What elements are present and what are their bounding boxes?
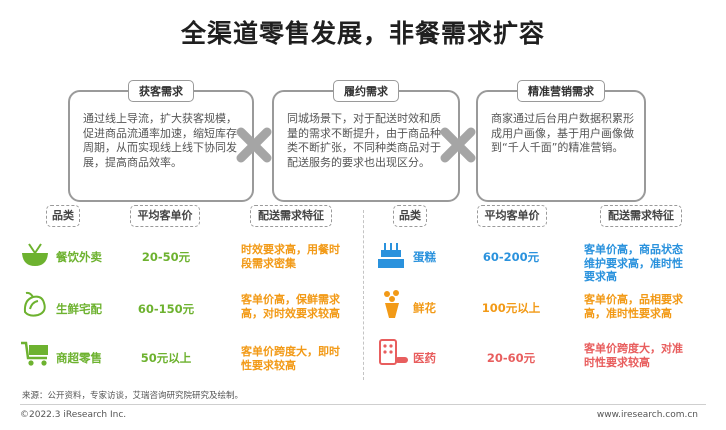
vegetable-icon xyxy=(23,291,46,317)
row-price: 100元以上 xyxy=(481,301,541,315)
header-category-left: 品类 xyxy=(46,205,80,227)
row-feature: 客单价跨度大，即时性要求较高 xyxy=(241,345,340,372)
header-feature-right: 配送需求特征 xyxy=(600,205,682,227)
column-divider xyxy=(363,210,364,380)
row-category: 鲜花 xyxy=(413,301,436,315)
row-category: 商超零售 xyxy=(56,351,102,365)
cart-icon xyxy=(21,341,48,366)
row-price: 60-200元 xyxy=(482,250,540,264)
copyright: ©2022.3 iResearch Inc. xyxy=(20,410,127,420)
row-price: 50元以上 xyxy=(140,351,192,365)
cake-icon xyxy=(378,243,404,268)
row-price: 60-150元 xyxy=(137,302,195,316)
header-price-right: 平均客单价 xyxy=(477,205,547,227)
row-feature: 客单价跨度大，对准时性要求较高 xyxy=(584,342,683,369)
row-feature: 客单价高，品相要求高，准时性要求高 xyxy=(584,293,683,320)
row-price: 20-50元 xyxy=(141,250,191,264)
source-note: 来源：公开资料，专家访谈，艾瑞咨询研究院研究及绘制。 xyxy=(22,391,244,401)
acquisition-box: 获客需求 通过线上导流，扩大获客规模，促进商品流通率加速，缩短库存周期，从而实现… xyxy=(68,80,254,202)
row-category: 医药 xyxy=(413,351,436,365)
row-feature: 客单价高，商品状态维护要求高，准时性要求高 xyxy=(584,243,683,283)
row-feature: 时效要求高，用餐时段需求密集 xyxy=(241,243,340,270)
cross-icon xyxy=(440,127,476,163)
fulfillment-box: 履约需求 同城场景下，对于配送时效和质量的需求不断提升，由于商品种类不断扩张，不… xyxy=(272,80,460,202)
website-link[interactable]: www.iresearch.com.cn xyxy=(596,410,698,420)
flower-icon xyxy=(384,290,399,318)
row-feature: 客单价高，保鲜需求高，对时效要求较高 xyxy=(241,293,340,320)
footer-divider xyxy=(20,404,706,405)
header-price-left: 平均客单价 xyxy=(130,205,200,227)
row-price: 20-60元 xyxy=(486,351,536,365)
acquisition-box-title: 获客需求 xyxy=(128,80,194,102)
marketing-box: 精准营销需求 商家通过后台用户数据积累形成用户画像，基于用户画像做到“千人千面”… xyxy=(476,80,646,202)
marketing-box-title: 精准营销需求 xyxy=(517,80,605,102)
header-feature-left: 配送需求特征 xyxy=(250,205,332,227)
fulfillment-box-text: 同城场景下，对于配送时效和质量的需求不断提升，由于商品种类不断扩张，不同种类商品… xyxy=(287,112,441,169)
bowl-icon xyxy=(22,243,48,266)
header-category-right: 品类 xyxy=(393,205,427,227)
page-title: 全渠道零售发展，非餐需求扩容 xyxy=(180,19,545,48)
row-category: 生鲜宅配 xyxy=(56,302,102,316)
marketing-box-text: 商家通过后台用户数据积累形成用户画像，基于用户画像做到“千人千面”的精准营销。 xyxy=(491,112,634,154)
row-category: 餐饮外卖 xyxy=(56,250,102,264)
cross-icon xyxy=(236,127,272,163)
acquisition-box-text: 通过线上导流，扩大获客规模，促进商品流通率加速，缩短库存周期，从而实现线上线下协… xyxy=(83,112,237,169)
fulfillment-box-title: 履约需求 xyxy=(333,80,399,102)
medicine-icon xyxy=(379,339,408,365)
row-category: 蛋糕 xyxy=(413,250,436,264)
